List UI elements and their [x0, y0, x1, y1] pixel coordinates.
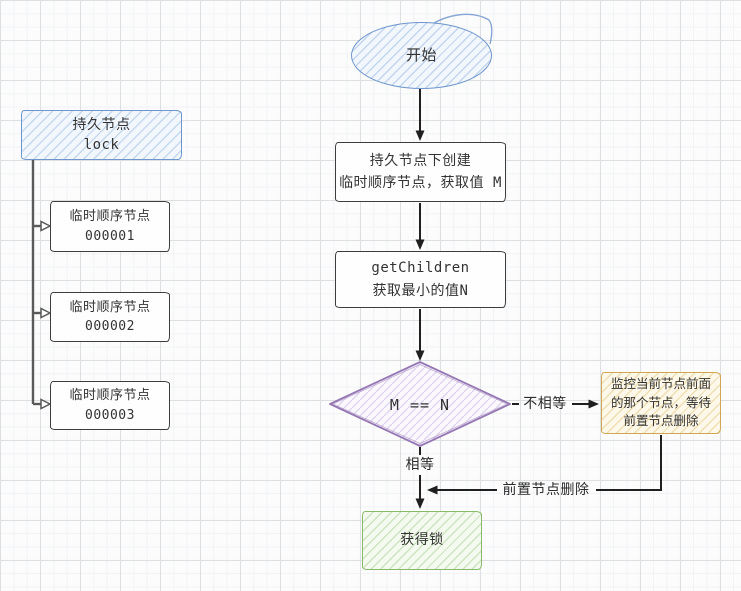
edge-label-equal: 相等 [405, 457, 435, 473]
create-node-label: 持久节点下创建 临时顺序节点，获取值 M [339, 152, 502, 191]
create-node-step: 持久节点下创建 临时顺序节点，获取值 M [335, 142, 506, 202]
watch-predecessor-label: 监控当前节点前面 的那个节点，等待 前置节点删除 [610, 376, 711, 429]
tree-connector [31, 160, 41, 406]
start-node-label: 开始 [405, 46, 437, 65]
get-children-step: getChildren 获取最小的值N [335, 251, 506, 308]
get-children-label: getChildren 获取最小的值N [371, 260, 470, 299]
acquire-lock-box: 获得锁 [362, 511, 482, 570]
edge-label-predecessor-deleted: 前置节点删除 [502, 482, 590, 498]
persistent-node-box: 持久节点 lock [21, 110, 182, 160]
acquire-lock-label: 获得锁 [400, 532, 444, 548]
child-node-label: 临时顺序节点 000001 [69, 209, 151, 244]
start-node: 开始 [351, 22, 492, 89]
persistent-node-label: 持久节点 lock [72, 116, 131, 153]
child-node-000002: 临时顺序节点 000002 [50, 292, 170, 342]
child-node-label: 临时顺序节点 000003 [69, 388, 151, 423]
tree-open-arrowheads [40, 220, 52, 410]
watch-predecessor-box: 监控当前节点前面 的那个节点，等待 前置节点删除 [601, 372, 721, 434]
child-node-label: 临时顺序节点 000002 [69, 299, 151, 335]
child-node-000001: 临时顺序节点 000001 [50, 201, 170, 252]
child-node-000003: 临时顺序节点 000003 [50, 381, 170, 430]
decision-node: M == N [370, 394, 470, 417]
edge-label-not-equal: 不相等 [523, 396, 567, 412]
decision-label: M == N [389, 396, 451, 414]
